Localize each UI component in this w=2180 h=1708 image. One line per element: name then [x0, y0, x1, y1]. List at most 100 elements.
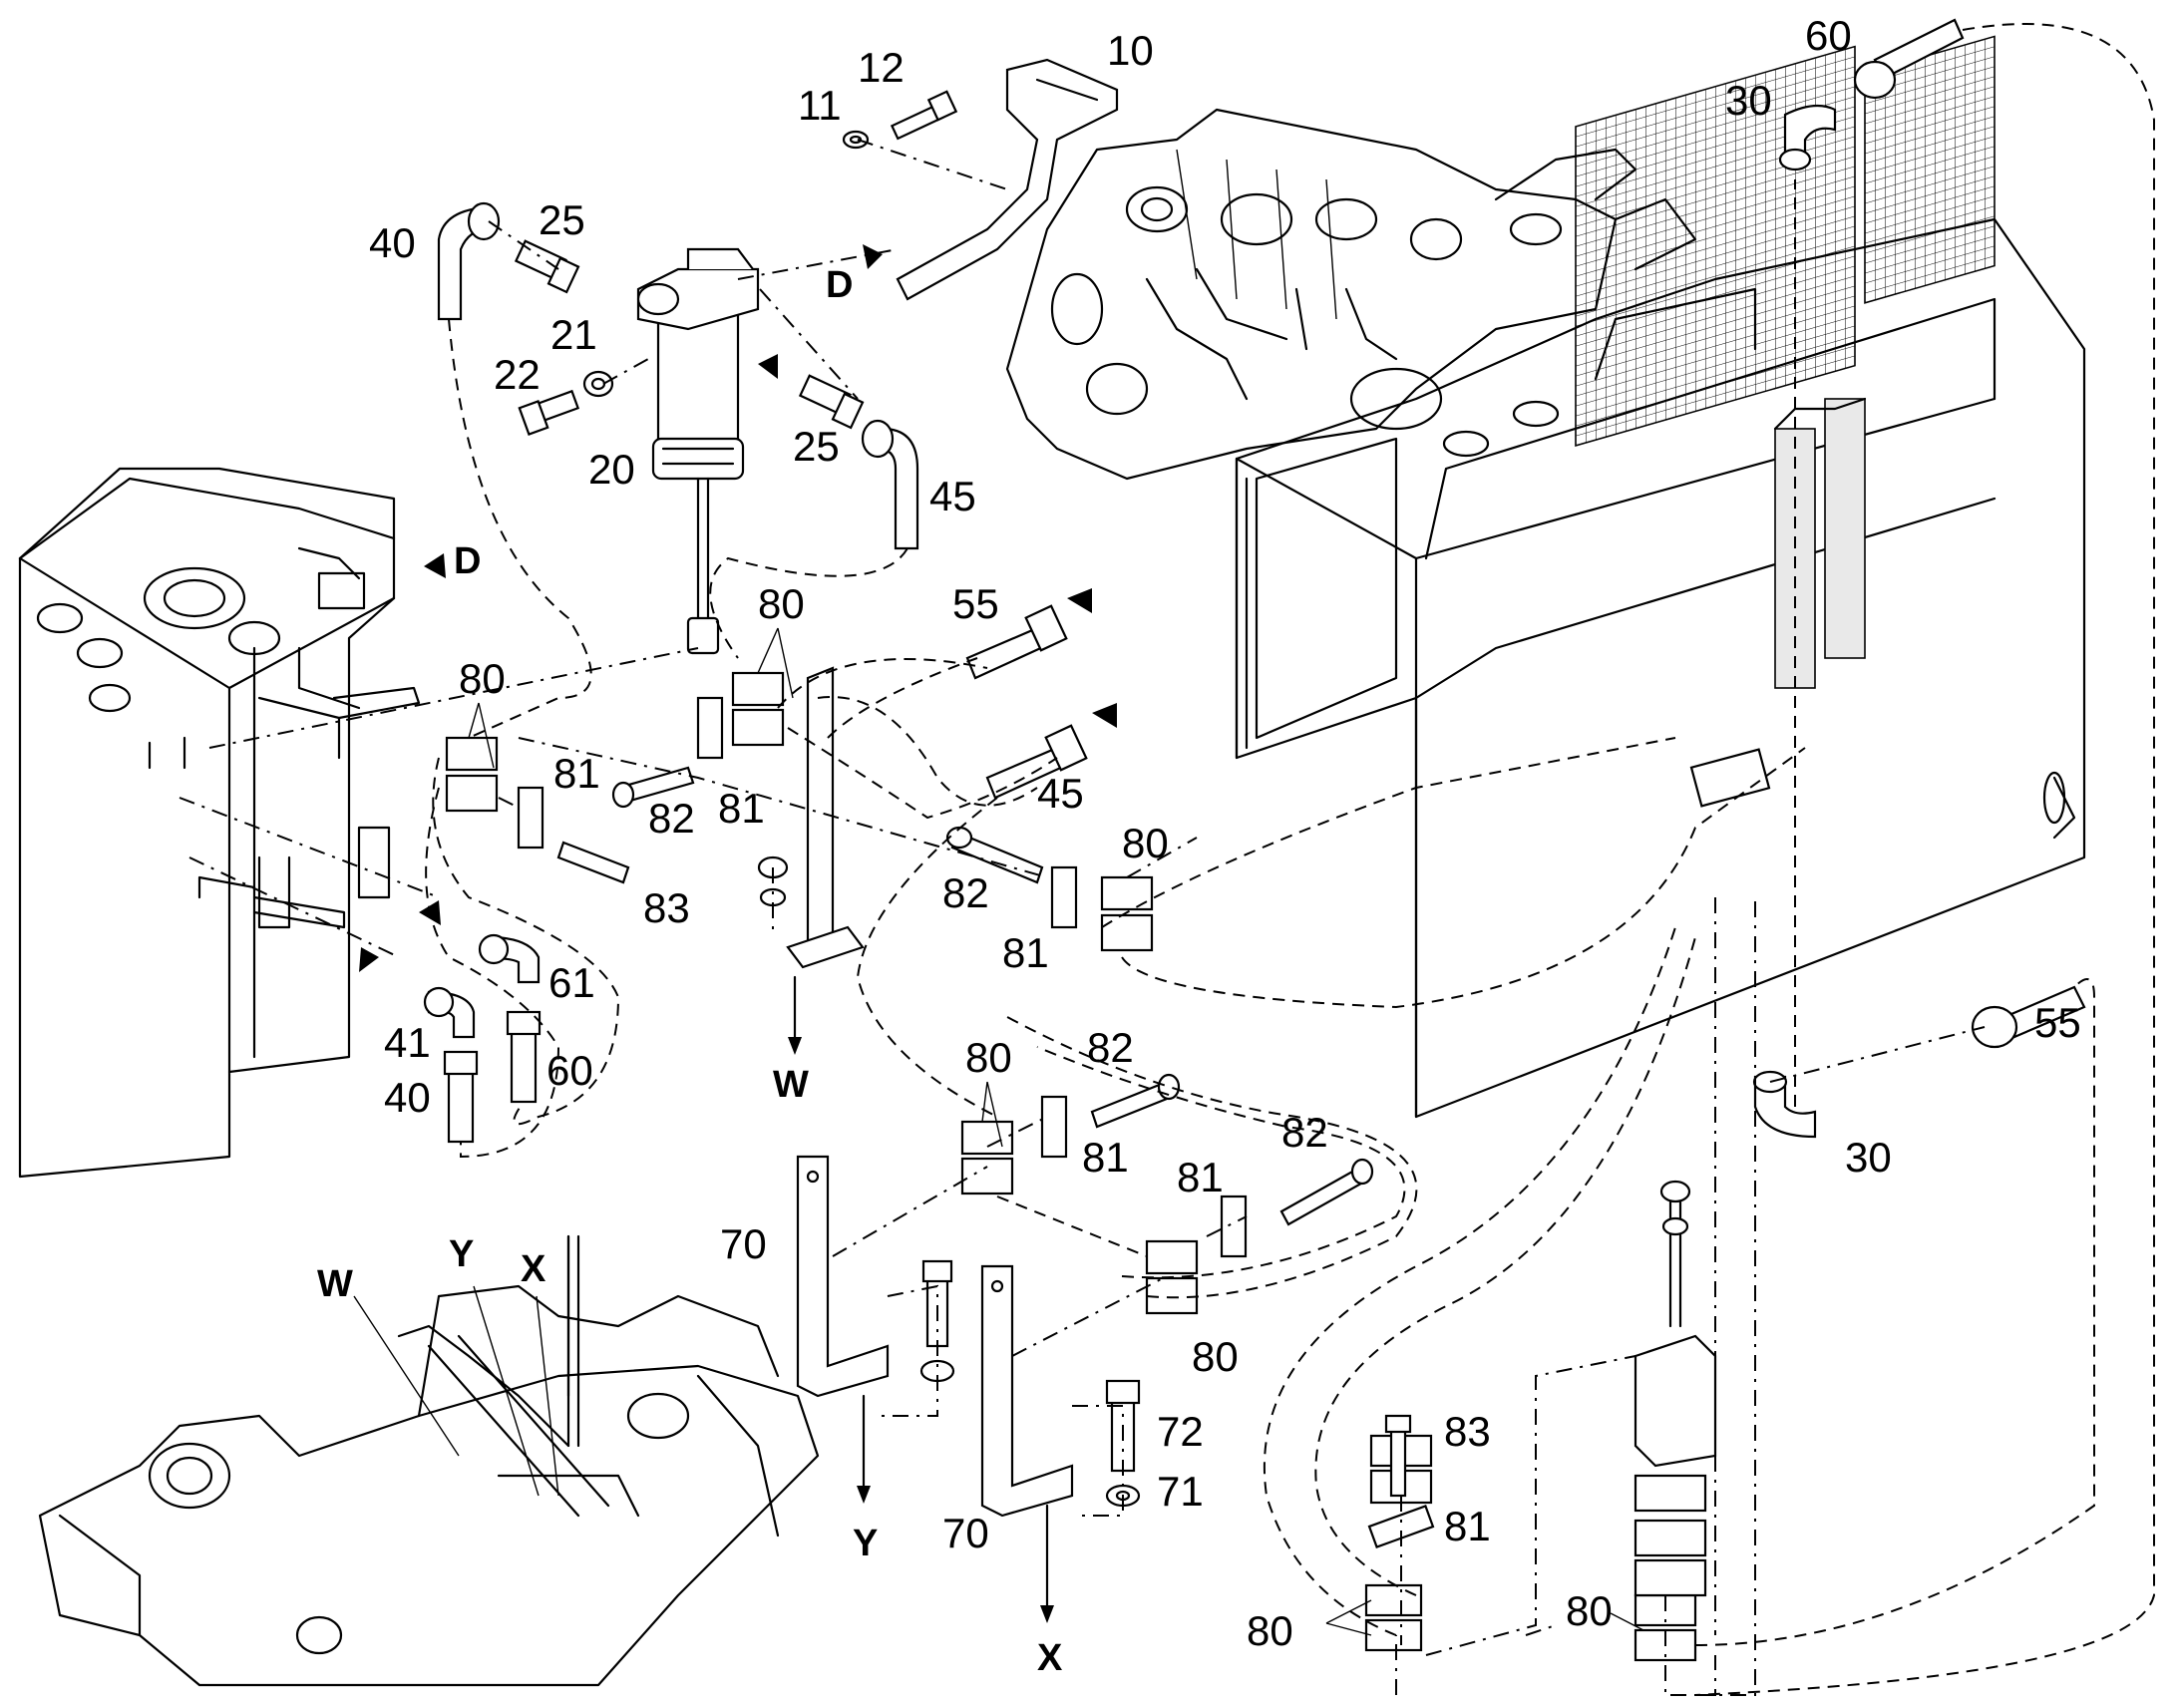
label-20: 20 [588, 446, 635, 493]
radiator-cooler [1235, 35, 2086, 1119]
elbow-part-30-top [1778, 104, 1837, 171]
label-80-d: 80 [965, 1034, 1012, 1081]
fitting-part-25-top [514, 239, 580, 294]
label-82-b: 82 [942, 869, 989, 916]
label-81-d: 81 [1082, 1134, 1129, 1181]
label-55-top: 55 [952, 580, 999, 627]
plate-part-81-e [1220, 1195, 1248, 1258]
bolt-part-83-b [1384, 1414, 1412, 1498]
clamp-part-80-d [960, 1120, 1014, 1196]
label-60-top: 60 [1805, 12, 1852, 59]
elbow-hose-part-45-top [861, 419, 919, 550]
frame-reference-leaders [353, 1234, 570, 1497]
label-70-left: 70 [720, 1220, 767, 1267]
hose-end-part-55-right [1971, 985, 2086, 1049]
clamp-part-80-c [1100, 875, 1154, 952]
hose-part-60-left [506, 1010, 542, 1104]
callout-labels: 10 11 12 20 21 22 25 25 40 45 55 45 30 6… [369, 12, 2081, 1654]
label-82-a: 82 [648, 795, 695, 842]
fitting-part-25-bottom [798, 374, 865, 430]
elbow-part-41 [423, 986, 476, 1039]
bracket-part-70-left [796, 1155, 890, 1398]
label-82-d: 82 [1281, 1109, 1328, 1156]
label-30-top: 30 [1725, 77, 1772, 124]
bracket-part-10 [896, 58, 1119, 301]
clamp-part-80-b [731, 671, 785, 747]
label-80-c: 80 [1122, 820, 1169, 866]
label-80-a: 80 [459, 655, 506, 702]
clamp-part-80-a [445, 736, 499, 813]
label-45-top: 45 [929, 473, 976, 519]
machine-frame [38, 1234, 820, 1687]
label-83-b: 83 [1444, 1408, 1491, 1455]
reference-arrow-y [857, 1394, 871, 1504]
hose-part-60-top [1853, 18, 1965, 100]
ref-x: X [1037, 1637, 1063, 1679]
flow-arrows [359, 244, 1117, 972]
label-82-c: 82 [1087, 1024, 1134, 1071]
ref-y: Y [853, 1523, 878, 1564]
label-30-bottom: 30 [1845, 1134, 1892, 1181]
ref-w-frame: W [317, 1263, 353, 1305]
ref-d-top: D [826, 264, 853, 306]
label-21: 21 [550, 311, 597, 358]
bolt-part-82-d [1279, 1158, 1374, 1226]
plate-part-81-c [1050, 865, 1078, 929]
label-70-right: 70 [942, 1510, 989, 1556]
bolt-part-12 [890, 90, 958, 141]
label-25-bottom: 25 [793, 423, 840, 470]
bolt-part-82-c [1090, 1073, 1181, 1129]
bolt-part-83-a [556, 841, 630, 884]
label-72: 72 [1157, 1408, 1204, 1455]
ref-w: W [773, 1064, 809, 1106]
label-81-e: 81 [1177, 1154, 1224, 1200]
label-80-e: 80 [1192, 1333, 1239, 1380]
fuel-filter-part-20 [636, 247, 760, 655]
mounting-post [757, 666, 865, 969]
elbow-part-30-bottom [1752, 1070, 1817, 1139]
label-61: 61 [548, 959, 595, 1006]
mount-bracket-stack [1634, 1180, 1717, 1597]
label-71: 71 [1157, 1468, 1204, 1515]
ref-d-left: D [454, 540, 481, 582]
label-40-top: 40 [369, 219, 416, 266]
ref-x-frame: X [521, 1248, 546, 1290]
label-11: 11 [798, 82, 842, 129]
label-81-b: 81 [718, 785, 765, 832]
hose-routing-lines [179, 23, 2155, 1696]
label-55-right: 55 [2034, 999, 2081, 1046]
bolt-bracket-70-left [919, 1259, 955, 1383]
label-80-h: 80 [1566, 1587, 1613, 1634]
label-25-top: 25 [539, 196, 585, 243]
elbow-part-61 [478, 933, 541, 984]
label-60-left: 60 [546, 1047, 593, 1094]
label-80-f: 80 [1247, 1607, 1293, 1654]
bolt-part-82-a [611, 766, 695, 809]
plate-part-81-f [1367, 1504, 1435, 1549]
plate-part-81-b [696, 696, 724, 760]
label-22: 22 [494, 351, 541, 398]
hose-part-40-left [443, 1050, 479, 1144]
label-45-mid: 45 [1037, 770, 1084, 817]
label-80-b: 80 [758, 580, 805, 627]
bolt-part-22 [518, 389, 580, 436]
label-83-a: 83 [643, 884, 690, 931]
plate-part-81-d [1040, 1095, 1068, 1159]
reference-arrow-x [1040, 1504, 1054, 1623]
clamp-part-80-e [1145, 1239, 1199, 1315]
left-tank-structure [18, 467, 421, 1179]
label-41: 41 [384, 1019, 431, 1066]
label-81-c: 81 [1002, 929, 1049, 976]
label-81-f: 81 [1444, 1503, 1491, 1549]
elbow-hose-part-40-top [437, 201, 501, 321]
washer-part-11 [842, 130, 870, 150]
ref-y-frame: Y [449, 1233, 474, 1275]
bracket-part-70-right [980, 1264, 1074, 1518]
hose-end-part-55-top [965, 604, 1068, 680]
reference-arrow-w [788, 975, 802, 1055]
clamp-part-80-g [1364, 1583, 1423, 1652]
plate-part-81-a [517, 786, 545, 850]
bolt-part-82-b [945, 826, 1044, 884]
reference-letters: D D W Y X W Y X [317, 264, 1063, 1679]
